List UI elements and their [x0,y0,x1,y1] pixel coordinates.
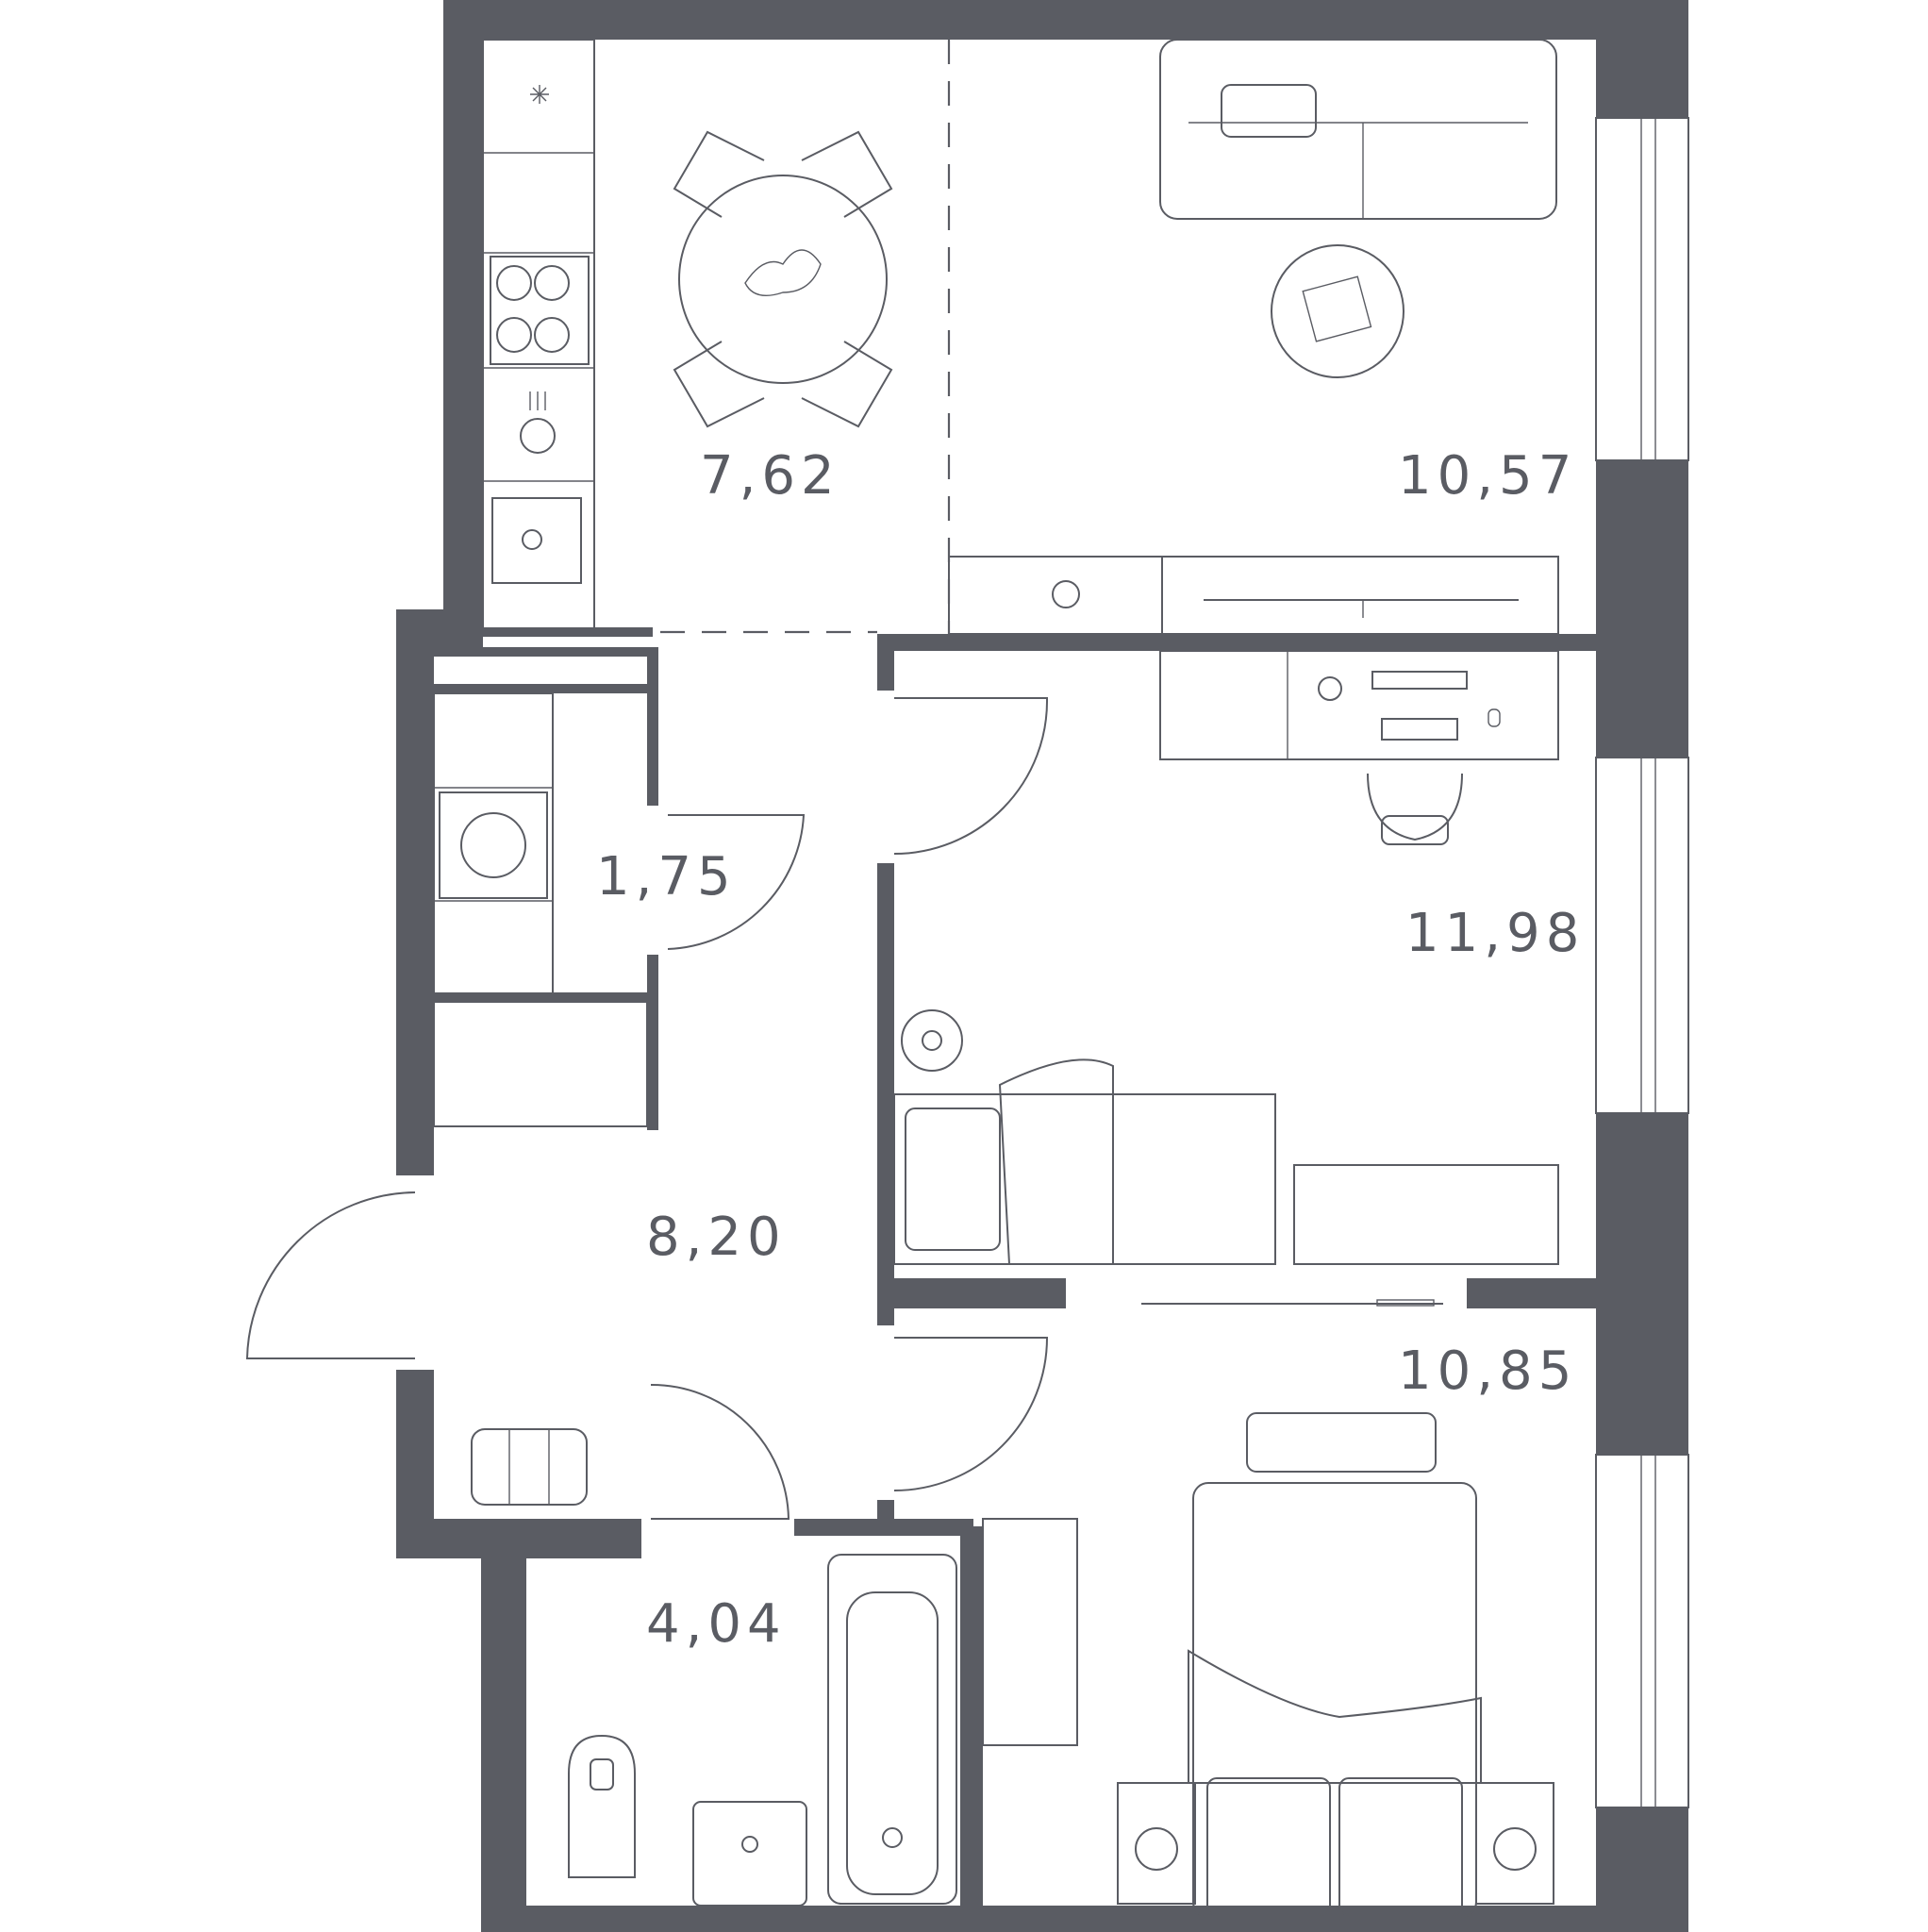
tv-stand [948,556,1559,635]
lamp-icon [901,1009,963,1072]
tv-wall [1141,1299,1443,1307]
kitchen-counter [482,39,595,635]
zone-dividers [660,40,951,634]
washbasin [692,1801,807,1907]
room-area-bedroom-1: 11,98 [1405,903,1585,964]
headboard-mat [1246,1412,1437,1473]
room-labels: 7,62 10,57 1,75 11,98 8,20 10,85 4,04 [596,445,1585,1655]
room-area-bathroom: 4,04 [646,1593,787,1655]
cooktop-icon [490,256,590,365]
hall-bench [471,1428,588,1506]
bed-1 [893,1058,1276,1265]
toilet [568,1734,636,1878]
chair-icon [673,130,893,428]
room-area-hallway: 8,20 [646,1207,787,1268]
bathtub [827,1554,957,1905]
storage-fixtures [433,692,648,1127]
washing-machine-icon [439,791,548,899]
windows [1595,117,1689,1808]
dishwasher-icon [520,391,556,454]
room-area-living: 10,57 [1398,445,1577,507]
doors [245,697,1049,1520]
wardrobe-1 [1293,1164,1559,1265]
door-entrance [245,1191,416,1359]
room-area-kitchen: 7,62 [700,445,840,507]
desk [1159,650,1559,760]
door-storage [667,814,806,950]
walls [396,0,1688,1932]
room-area-storage: 1,75 [596,846,737,908]
asterisk-icon [530,85,549,104]
bed-2 [1188,1482,1482,1918]
room-area-bedroom-2: 10,85 [1398,1341,1577,1402]
sink-icon [491,497,582,584]
door-living-bedroom [893,697,1049,855]
wardrobe-2 [982,1518,1078,1746]
coffee-table [1271,244,1404,378]
door-bedroom-2 [893,1337,1049,1491]
dining-table [673,130,893,428]
nightstands [1117,1782,1554,1905]
desk-chair [1367,773,1463,845]
door-bathroom [650,1383,790,1520]
sofa [1159,39,1557,220]
